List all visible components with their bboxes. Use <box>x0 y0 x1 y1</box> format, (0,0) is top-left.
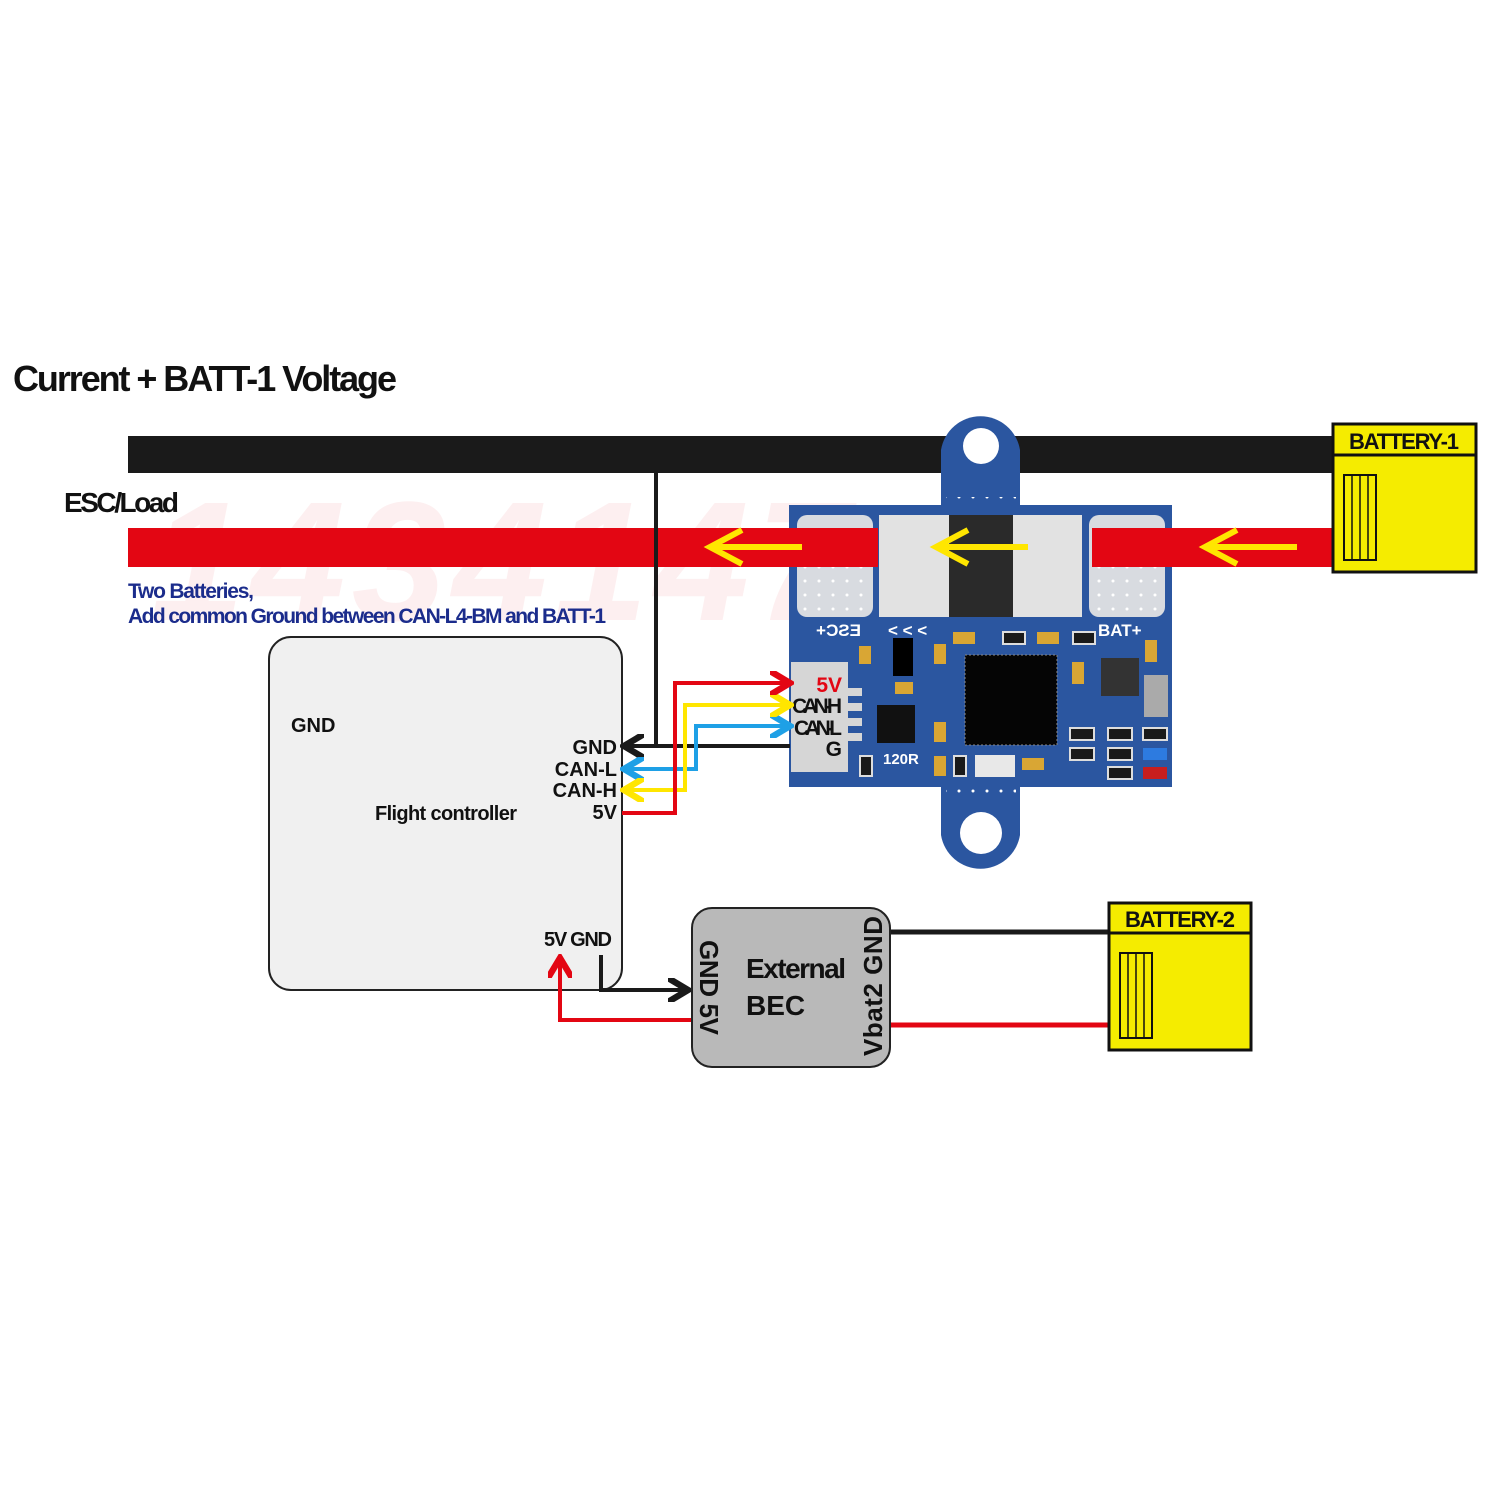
fc-power-pins: 5V GND <box>544 929 612 951</box>
battery-2-label: BATTERY-2 <box>1125 907 1235 932</box>
mcu-chip <box>964 654 1058 746</box>
fc-pin-gnd: GND <box>573 737 617 759</box>
direction-chevrons: < < < <box>888 621 927 640</box>
bec-left-pins: GND 5V <box>694 940 724 1036</box>
connector-pin-can-l: CAN-L <box>794 717 842 740</box>
5v-wire <box>622 683 786 815</box>
bec-name-line-1: External <box>746 953 846 984</box>
note-line-2: Add common Ground between CAN-L4-BM and … <box>128 605 606 628</box>
fc-pin-can-l: CAN-L <box>555 759 617 781</box>
can-connector[interactable] <box>791 662 848 772</box>
fc-gnd-label: GND <box>291 715 335 737</box>
can-l-wire <box>628 726 786 771</box>
external-bec: External BEC GND 5V Vbat2 GND <box>691 907 891 1068</box>
battery-2: BATTERY-2 <box>1107 901 1253 1052</box>
bec-right-pins: Vbat2 GND <box>858 916 888 1056</box>
bec-wiring <box>560 929 1109 1028</box>
battery-1: BATTERY-1 <box>1331 422 1478 574</box>
page-title: Current + BATT-1 Voltage <box>13 358 397 399</box>
fc-pin-can-h: CAN-H <box>553 780 617 802</box>
esc-plus-label: ESC+ <box>816 621 861 640</box>
battery-1-label: BATTERY-1 <box>1349 429 1459 454</box>
flight-controller: GND Flight controller GND CAN-L CAN-H 5V… <box>268 636 623 991</box>
fc-pin-5v: 5V <box>593 802 618 824</box>
can-wiring <box>622 683 790 815</box>
note-line-1: Two Batteries, <box>128 580 254 603</box>
current-direction-arrows <box>703 527 1297 567</box>
connector-pin-5v: 5V <box>816 674 842 697</box>
mounting-hole <box>960 812 1002 854</box>
bec-name-line-2: BEC <box>746 990 805 1021</box>
esc-load-label: ESC/Load <box>64 487 179 518</box>
fc-name: Flight controller <box>375 803 517 825</box>
can-h-wire <box>628 705 786 792</box>
connector-pin-g: G <box>826 738 842 761</box>
termination-resistor-label: 120R <box>883 751 919 768</box>
bat-plus-label: BAT+ <box>1098 621 1142 640</box>
ground-bus-wire <box>128 436 1335 473</box>
connector-pin-can-h: CAN-H <box>792 695 842 718</box>
